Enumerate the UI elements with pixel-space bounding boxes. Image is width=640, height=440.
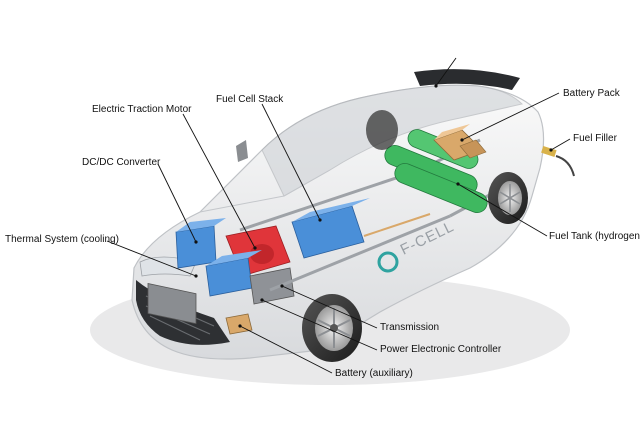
hydrogen-line [363, 213, 431, 237]
label-fuel-cell-stack: Fuel Cell Stack [216, 94, 284, 105]
auxiliary-battery-unit [225, 313, 253, 335]
front-cell-block-top [206, 250, 262, 266]
power-controller-unit [249, 267, 295, 305]
label-transmission: Transmission [380, 322, 440, 333]
label-fuel-filler: Fuel Filler [573, 133, 617, 144]
rear-wheel [488, 172, 528, 224]
leader-lines [106, 57, 571, 374]
label-thermal-system: Thermal System (cooling) [5, 234, 119, 245]
rear-left-wheel [366, 110, 398, 150]
label-fuel-tank: Fuel Tank (hydrogen) [549, 231, 640, 242]
dcdc-converter-top [176, 218, 226, 232]
dcdc-converter-unit [175, 225, 217, 269]
label-dcdc-converter: DC/DC Converter [82, 157, 161, 168]
hood-line [199, 169, 331, 213]
battery-pack-unit [433, 124, 487, 161]
label-battery-auxiliary: Battery (auxiliary) [335, 368, 413, 379]
label-battery-pack: Battery Pack [563, 88, 620, 99]
roof-spoiler [414, 69, 520, 90]
label-power-electronic-controller: Power Electronic Controller [380, 344, 502, 355]
label-electric-traction-motor: Electric Traction Motor [92, 104, 192, 115]
front-wheel [302, 294, 362, 362]
fuel-filler-nozzle [541, 145, 575, 177]
side-mirror [236, 140, 248, 162]
fuel-cell-stack-top [292, 198, 370, 222]
badge-logo [377, 251, 399, 273]
radiator [147, 282, 197, 325]
